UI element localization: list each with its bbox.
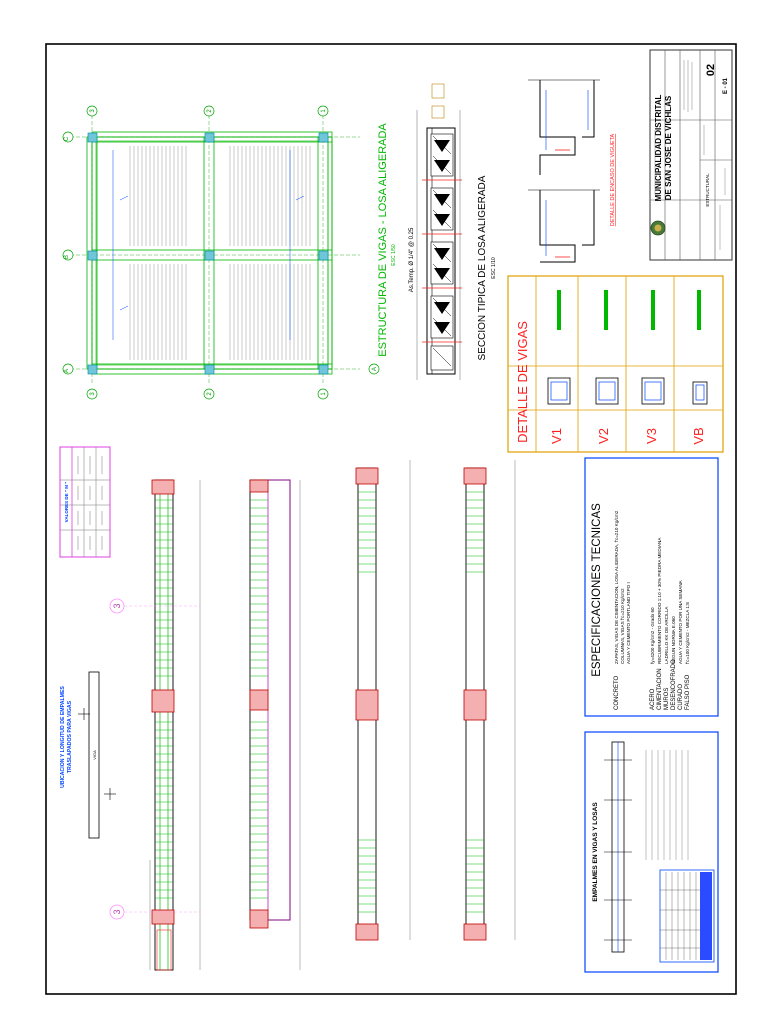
spec-line-2: COLUMNAS, VIGAS f'c=210 Kg/cm2	[620, 588, 625, 664]
beam-elevations: 3 3	[109, 460, 516, 971]
title-specialty: ESTRUCTURAL	[705, 173, 710, 207]
beam-label-v2: V2	[596, 428, 611, 444]
beam-label-v3: V3	[644, 428, 659, 444]
beam-elevation-3	[355, 460, 411, 941]
title-owner-line1: MUNICIPALIDAD DISTRITAL	[654, 94, 663, 201]
grid-label-3-bottom: 3	[90, 392, 96, 396]
sheet-code: E - 01	[723, 77, 729, 94]
beam-elevation-4	[463, 460, 516, 941]
axis-3-bubble-bottom: 3	[112, 909, 122, 914]
beam-structure-title: ESTRUCTURA DE VIGAS - LOSA ALIGERADA	[377, 123, 389, 357]
sheet-number: 02	[705, 64, 717, 76]
beam-detail-table: DETALLE DE VIGAS V1 V2 V3 VB	[507, 275, 724, 453]
axis-3-bubble-top: 3	[112, 603, 122, 608]
slab-section-title: SECCION TIPICA DE LOSA ALIGERADA	[477, 175, 488, 360]
spec-line-7: SEGUN NORMA E.060	[671, 616, 676, 664]
grid-label-c: C	[64, 136, 70, 141]
slab-section-scale: ESC 1/10	[491, 257, 497, 279]
beam-label-v1: V1	[549, 428, 564, 444]
spec-line-6: LADRILLO KK DE ARCILLA	[664, 606, 669, 664]
spec-label-curado: CURADO	[678, 684, 684, 710]
splice-location-title-2: TRASLAPADOS PARA VIGAS	[67, 700, 73, 773]
beam-label-vb: VB	[691, 427, 706, 444]
spec-label-muros: MUROS	[664, 688, 670, 710]
spec-line-1: ZAPATAS, VIGAS DE CIMENTACION, LOSA ALIG…	[614, 510, 619, 664]
spec-line-4: fy=4200 Kg/cm2 - Grado 60	[650, 607, 655, 664]
slab-section-detail: As.Temp. Ø 1/4" @ 0.25 SECCION TIPICA DE…	[409, 83, 497, 380]
title-block: MUNICIPALIDAD DISTRITAL DE SAN JOSE DE V…	[649, 49, 733, 261]
splices-title: EMPALMES EN VIGAS Y LOSAS	[592, 802, 599, 902]
sheet-border	[45, 43, 737, 995]
spec-line-3: AGUA Y CEMENTO PORTLAND TIPO I	[626, 582, 631, 664]
spec-label-falso-piso: FALSO PISO	[685, 674, 691, 710]
splice-beam-label: VIGA	[92, 750, 97, 760]
municipal-seal	[650, 220, 666, 236]
technical-specs-box: ESPECIFICACIONES TECNICAS CONCRETO ACERO…	[584, 457, 719, 717]
grid-label-1-bottom: 1	[321, 392, 327, 396]
spec-label-acero: ACERO	[650, 688, 656, 710]
m-values-table: VALORES DE " M "	[59, 446, 111, 558]
spec-label-desencofrado: DESENCOFRADO	[671, 659, 677, 710]
splice-location-note: UBICACION Y LONGITUD DE EMPALMES TRASLAP…	[60, 671, 116, 839]
grid-label-2-top: 2	[207, 109, 213, 113]
slab-temp-steel-label: As.Temp. Ø 1/4" @ 0.25	[409, 227, 415, 292]
beam-elevation-1	[149, 479, 201, 971]
title-owner-line2: DE SAN JOSE DE VICHLAS	[664, 95, 673, 200]
grid-label-2-bottom: 2	[207, 392, 213, 396]
spec-line-5: RECUBRIMIENTO CORRIDO 1:10 + 30% PIEDRA …	[657, 537, 662, 664]
spec-label-cimentacion: CIMENTACION	[657, 668, 663, 710]
m-values-title: VALORES DE " M "	[64, 482, 69, 523]
splice-location-title-1: UBICACION Y LONGITUD DE EMPALMES	[60, 686, 66, 788]
beam-structure-plan: C B A 3 2 1 3 2 1 A ESTRUCTURA DE VIGAS …	[62, 105, 397, 400]
fillet-detail-title: DETALLE DE ENCASO DE VIGUETA	[610, 133, 616, 226]
fillet-detail: DETALLE DE ENCASO DE VIGUETA	[528, 79, 616, 263]
spec-line-8: AGUA Y CEMENTO POR UNA SEMANA	[678, 579, 683, 664]
splices-box: EMPALMES EN VIGAS Y LOSAS	[584, 731, 719, 973]
grid-label-3-top: 3	[90, 109, 96, 113]
spec-line-9: f'c=100 Kg/cm2 - MEZCLA 1:8	[685, 602, 690, 664]
grid-label-a: A	[64, 369, 70, 373]
grid-label-a-right: A	[372, 367, 378, 371]
beam-elevation-2	[249, 479, 301, 970]
beam-detail-title: DETALLE DE VIGAS	[515, 321, 530, 443]
grid-label-b: B	[64, 255, 70, 259]
specs-title: ESPECIFICACIONES TECNICAS	[591, 503, 603, 677]
beam-structure-scale: ESC 1/50	[391, 244, 397, 266]
spec-label-concreto: CONCRETO	[614, 675, 620, 710]
grid-label-1-top: 1	[321, 109, 327, 113]
